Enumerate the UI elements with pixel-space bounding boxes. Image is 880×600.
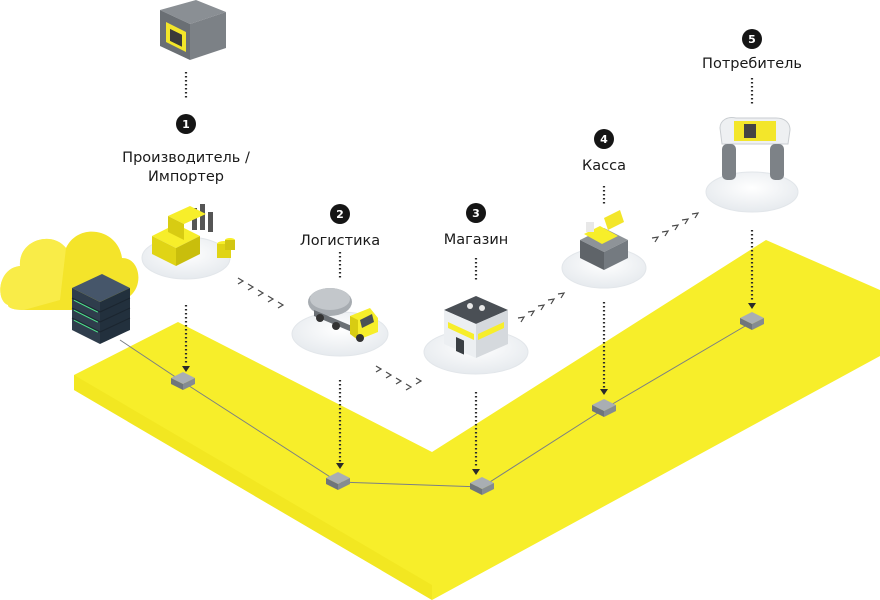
store-icon [444, 296, 508, 358]
stage-4-label: Касса [582, 158, 626, 174]
stage-1-number: 1 [182, 118, 190, 131]
stage-1-label-line1: Производитель / [122, 150, 250, 166]
cash-register-icon [580, 210, 628, 270]
server-icon [71, 274, 131, 344]
stage-4-number: 4 [600, 133, 608, 146]
stage-badges [176, 29, 762, 224]
stage-1-label-line2: Импортер [148, 169, 224, 185]
product-box-icon [160, 0, 226, 60]
ledger-node [171, 372, 195, 390]
truck-icon [308, 288, 378, 342]
network-line [119, 321, 753, 488]
vertical-connectors [184, 72, 754, 468]
ledger-node [740, 312, 764, 330]
stage-2-label: Логистика [300, 233, 380, 249]
stage-2-number: 2 [336, 208, 344, 221]
stage-5-number: 5 [748, 33, 756, 46]
smartphone-qr-icon [719, 117, 791, 180]
ledger-node [326, 472, 350, 490]
ledger-band [74, 240, 880, 600]
stage-5-label: Потребитель [702, 56, 802, 72]
ledger-nodes [171, 312, 764, 495]
ledger-node [592, 399, 616, 417]
factory-icon [152, 204, 235, 266]
platform-consumer [705, 171, 799, 213]
connector-arrowheads [182, 303, 756, 475]
stage-3-label: Магазин [444, 232, 509, 248]
ledger-node [470, 477, 494, 495]
stage-3-number: 3 [472, 207, 480, 220]
flow-arrows [237, 212, 700, 391]
